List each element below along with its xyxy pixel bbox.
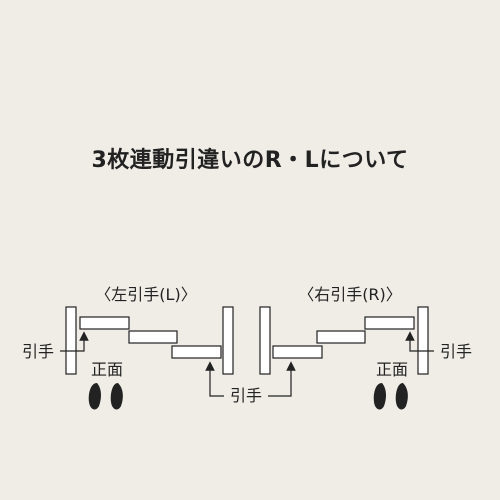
- arrow-up-icon: [405, 331, 434, 352]
- left-handle-label: 引手: [22, 342, 54, 361]
- footprints-icon: [373, 383, 408, 410]
- right-frame-post: [417, 306, 429, 375]
- left-frame-post: [259, 306, 271, 375]
- center-handle: 引手: [205, 361, 296, 405]
- center-handle-label: 引手: [230, 386, 262, 405]
- right-front-label: 正面: [376, 360, 408, 379]
- right-frame-post: [222, 306, 234, 375]
- door-panel-3: [171, 345, 222, 359]
- right-heading: 〈右引手(R)〉: [298, 285, 402, 304]
- page-title: 3枚連動引違いのR・Lについて: [91, 148, 409, 173]
- door-panel-2: [316, 330, 366, 344]
- left-handle-diagram: 〈左引手(L)〉 引手 正面: [22, 285, 234, 410]
- center-leader-left: [209, 380, 224, 397]
- door-panel-3: [364, 316, 415, 330]
- left-heading: 〈左引手(L)〉: [95, 285, 196, 304]
- door-panel-2: [128, 330, 178, 344]
- right-handle-label: 引手: [440, 342, 472, 361]
- right-handle-diagram: 〈右引手(R)〉 引手 正面: [259, 285, 472, 410]
- arrow-up-icon: [60, 331, 89, 352]
- footprints-icon: [88, 383, 123, 410]
- door-panel-1: [272, 345, 323, 359]
- door-panel-1: [79, 316, 130, 330]
- arrow-up-icon: [268, 361, 296, 397]
- left-front-label: 正面: [91, 360, 123, 379]
- left-frame-post: [65, 306, 77, 375]
